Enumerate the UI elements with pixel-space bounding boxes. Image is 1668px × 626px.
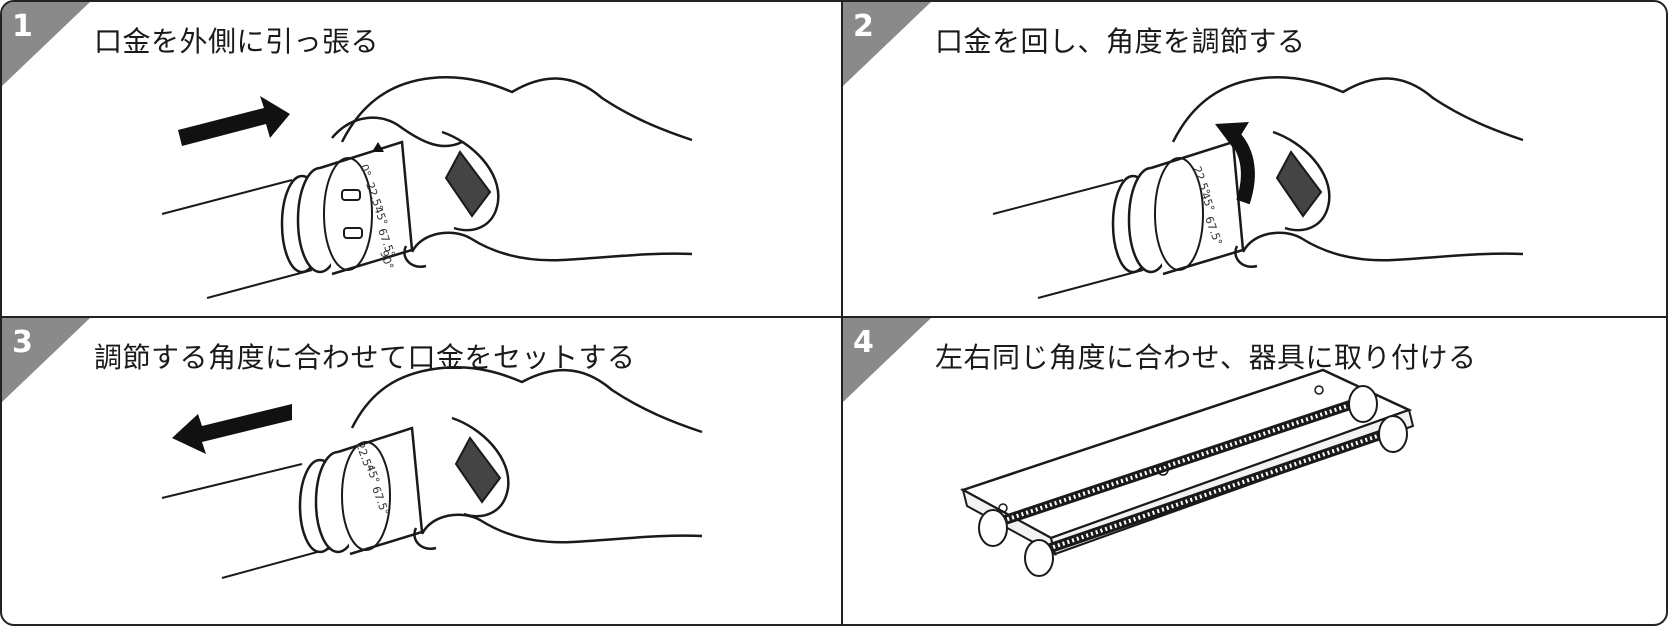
step-title: 左右同じ角度に合わせ、器具に取り付ける (935, 341, 1477, 374)
step-title: 調節する角度に合わせて口金をセットする (94, 341, 636, 374)
dial-label-45: 45° (1198, 191, 1217, 214)
step-title: 口金を回し、角度を調節する (935, 25, 1306, 58)
dial-label-0: 0° (357, 163, 373, 179)
rotate-arrow-icon (1215, 122, 1255, 205)
set-cap-illustration: 22.5° 45° 67.5° (161, 366, 703, 579)
step-2-badge: 2 (843, 2, 933, 92)
step-3-panel: 3 調節する角度に合わせて口金をセットする 22.5° 45° 67.5° (2, 318, 840, 624)
badge-triangle-shape (2, 318, 90, 402)
step-number: 1 (12, 9, 33, 44)
badge-triangle-shape (843, 318, 931, 402)
pull-arrow-icon (178, 96, 290, 146)
push-arrow-icon (172, 404, 292, 454)
rotate-cap-illustration: 22.5° 45° 67.5° (992, 76, 1524, 299)
horizontal-divider (2, 316, 1666, 318)
step-number: 4 (853, 325, 874, 360)
step-number: 2 (853, 9, 874, 44)
step-1-panel: 1 口金を外側に引っ張る 0° 22.5° 45° 67.5° 90° (2, 2, 840, 314)
fixture-install-illustration (959, 368, 1415, 577)
step-3-badge: 3 (2, 318, 92, 408)
badge-triangle-shape (843, 2, 931, 86)
dial-label-90: 90° (377, 249, 396, 272)
step-title: 口金を外側に引っ張る (94, 25, 380, 58)
step-4-badge: 4 (843, 318, 933, 408)
fluorescent-tube-icon (991, 397, 1361, 529)
step-1-badge: 1 (2, 2, 92, 92)
vertical-divider (841, 2, 843, 624)
pull-cap-illustration: 0° 22.5° 45° 67.5° 90° (161, 76, 693, 299)
step-4-panel: 4 左右同じ角度に合わせ、器具に取り付ける (843, 318, 1666, 624)
step-number: 3 (12, 325, 33, 360)
dial-label-45: 45° (363, 463, 382, 486)
fluorescent-tube-icon (1037, 427, 1391, 557)
dial-label-45: 45° (371, 205, 390, 228)
badge-triangle-shape (2, 2, 90, 86)
step-2-panel: 2 口金を回し、角度を調節する 22.5° 45° 67.5° (843, 2, 1666, 314)
